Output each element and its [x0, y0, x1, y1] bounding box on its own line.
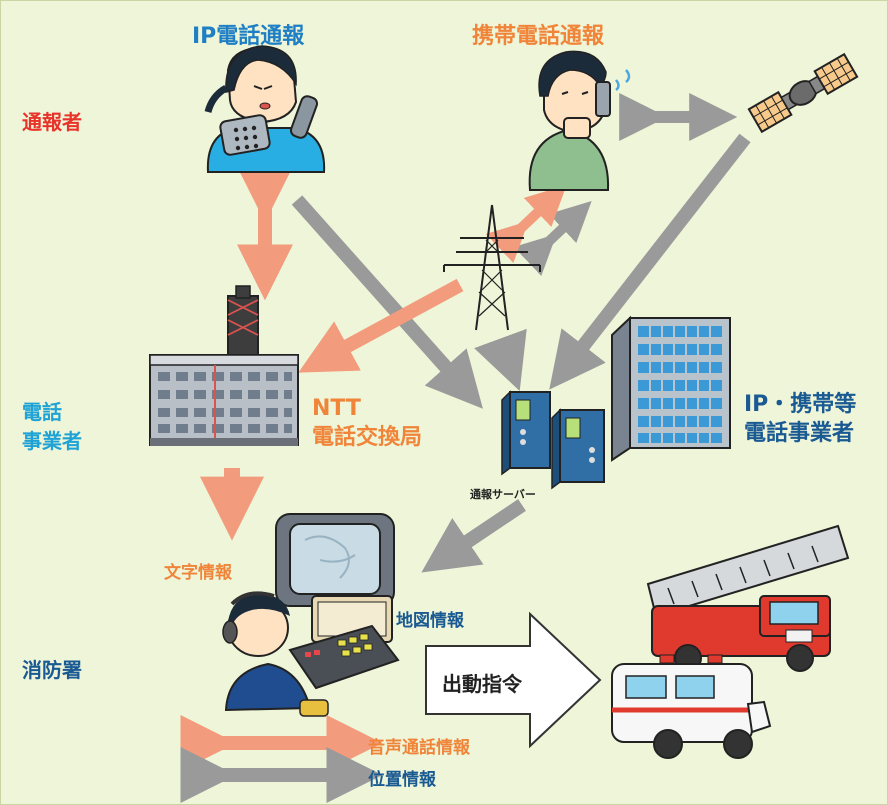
ambulance-illustration	[611, 654, 772, 759]
arrow-ip-caller-to-server	[291, 195, 483, 409]
satellite-illustration	[747, 52, 859, 134]
legend-location-label: 位置情報	[368, 770, 436, 790]
arrow-tower-to-ntt	[298, 278, 464, 373]
text-info-label: 文字情報	[164, 563, 232, 583]
ip-carrier-label: IP・携帯等 電話事業者	[744, 390, 856, 448]
ip-carrier-building-illustration	[611, 315, 731, 462]
ip-caller-illustration	[204, 45, 326, 173]
dispatcher-illustration	[222, 513, 400, 717]
ip-carrier-line2: 電話事業者	[744, 421, 855, 446]
role-caller: 通報者	[22, 110, 82, 134]
server-label: 通報サーバー	[470, 488, 536, 501]
dispatch-arrow-shape	[425, 611, 602, 749]
arrow-server-to-dispatcher	[421, 499, 526, 573]
mobile-call-title: 携帯電話通報	[472, 24, 605, 49]
fire-truck-illustration	[646, 524, 850, 672]
role-carrier: 電話 事業者	[22, 398, 82, 456]
ip-carrier-line1: IP・携帯等	[744, 392, 857, 417]
arrow-satellite-to-server	[549, 133, 751, 390]
arrow-tower-to-server	[474, 328, 527, 392]
role-carrier-line1: 電話	[22, 400, 62, 424]
map-info-label: 地図情報	[396, 611, 464, 631]
ntt-exchange-label: NTT 電話交換局	[312, 394, 422, 452]
ntt-building-illustration	[149, 285, 299, 446]
ip-call-title: IP電話通報	[192, 24, 305, 49]
location-arrows	[291, 93, 751, 573]
arrow-mobile-tower-voice	[485, 184, 567, 264]
voice-arrows	[200, 166, 567, 541]
role-fire-station: 消防署	[22, 658, 82, 682]
arrow-mobile-tower-location	[513, 201, 592, 277]
notification-server-illustration	[501, 390, 605, 490]
ntt-exchange-line2: 電話交換局	[312, 425, 423, 450]
mobile-caller-illustration	[528, 50, 631, 191]
legend-voice-label: 音声通話情報	[368, 738, 470, 758]
ntt-exchange-line1: NTT	[312, 396, 361, 421]
dispatch-order-label: 出動指令	[442, 672, 522, 696]
role-carrier-line2: 事業者	[22, 429, 82, 453]
radio-tower-illustration	[443, 204, 541, 331]
